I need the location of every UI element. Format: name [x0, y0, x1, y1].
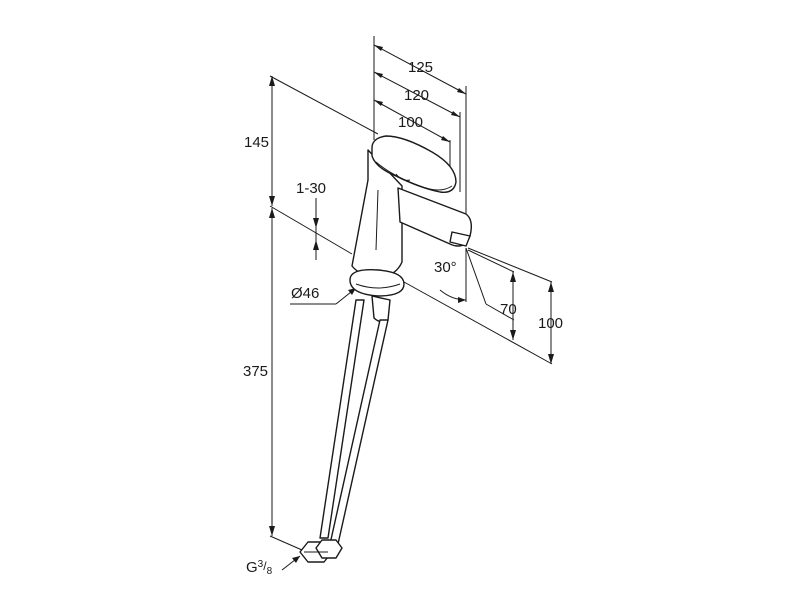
right-dimension-group	[403, 247, 554, 365]
connection-label: G3/8	[246, 559, 273, 577]
dim-100-right-label: 100	[538, 315, 563, 332]
dim-125-label: 125	[408, 59, 433, 76]
bottom-connector	[299, 539, 343, 563]
dim-diameter-label: Ø46	[291, 285, 319, 302]
connection-fraction-slash: /	[263, 559, 267, 573]
connection-leader	[281, 555, 301, 571]
faucet-body	[349, 135, 473, 323]
dim-adjust-label: 1-30	[296, 180, 326, 197]
top-dimension-group	[373, 36, 467, 232]
dim-angle-label: 30°	[434, 259, 457, 276]
dim-145-label: 145	[244, 134, 269, 151]
connection-fraction-denominator: 8	[267, 566, 273, 577]
connection-fraction-numerator: 3	[258, 559, 264, 570]
dim-120-label: 120	[404, 87, 429, 104]
dim-100-handle-label: 100	[398, 114, 423, 131]
angle-group	[439, 247, 487, 305]
connection-prefix: G	[246, 559, 258, 576]
adjust-dimension-group	[313, 198, 319, 260]
supply-pipes	[319, 299, 389, 545]
left-dimension-group	[269, 75, 379, 551]
dim-70-label: 70	[500, 301, 517, 318]
dim-375-label: 375	[243, 363, 268, 380]
